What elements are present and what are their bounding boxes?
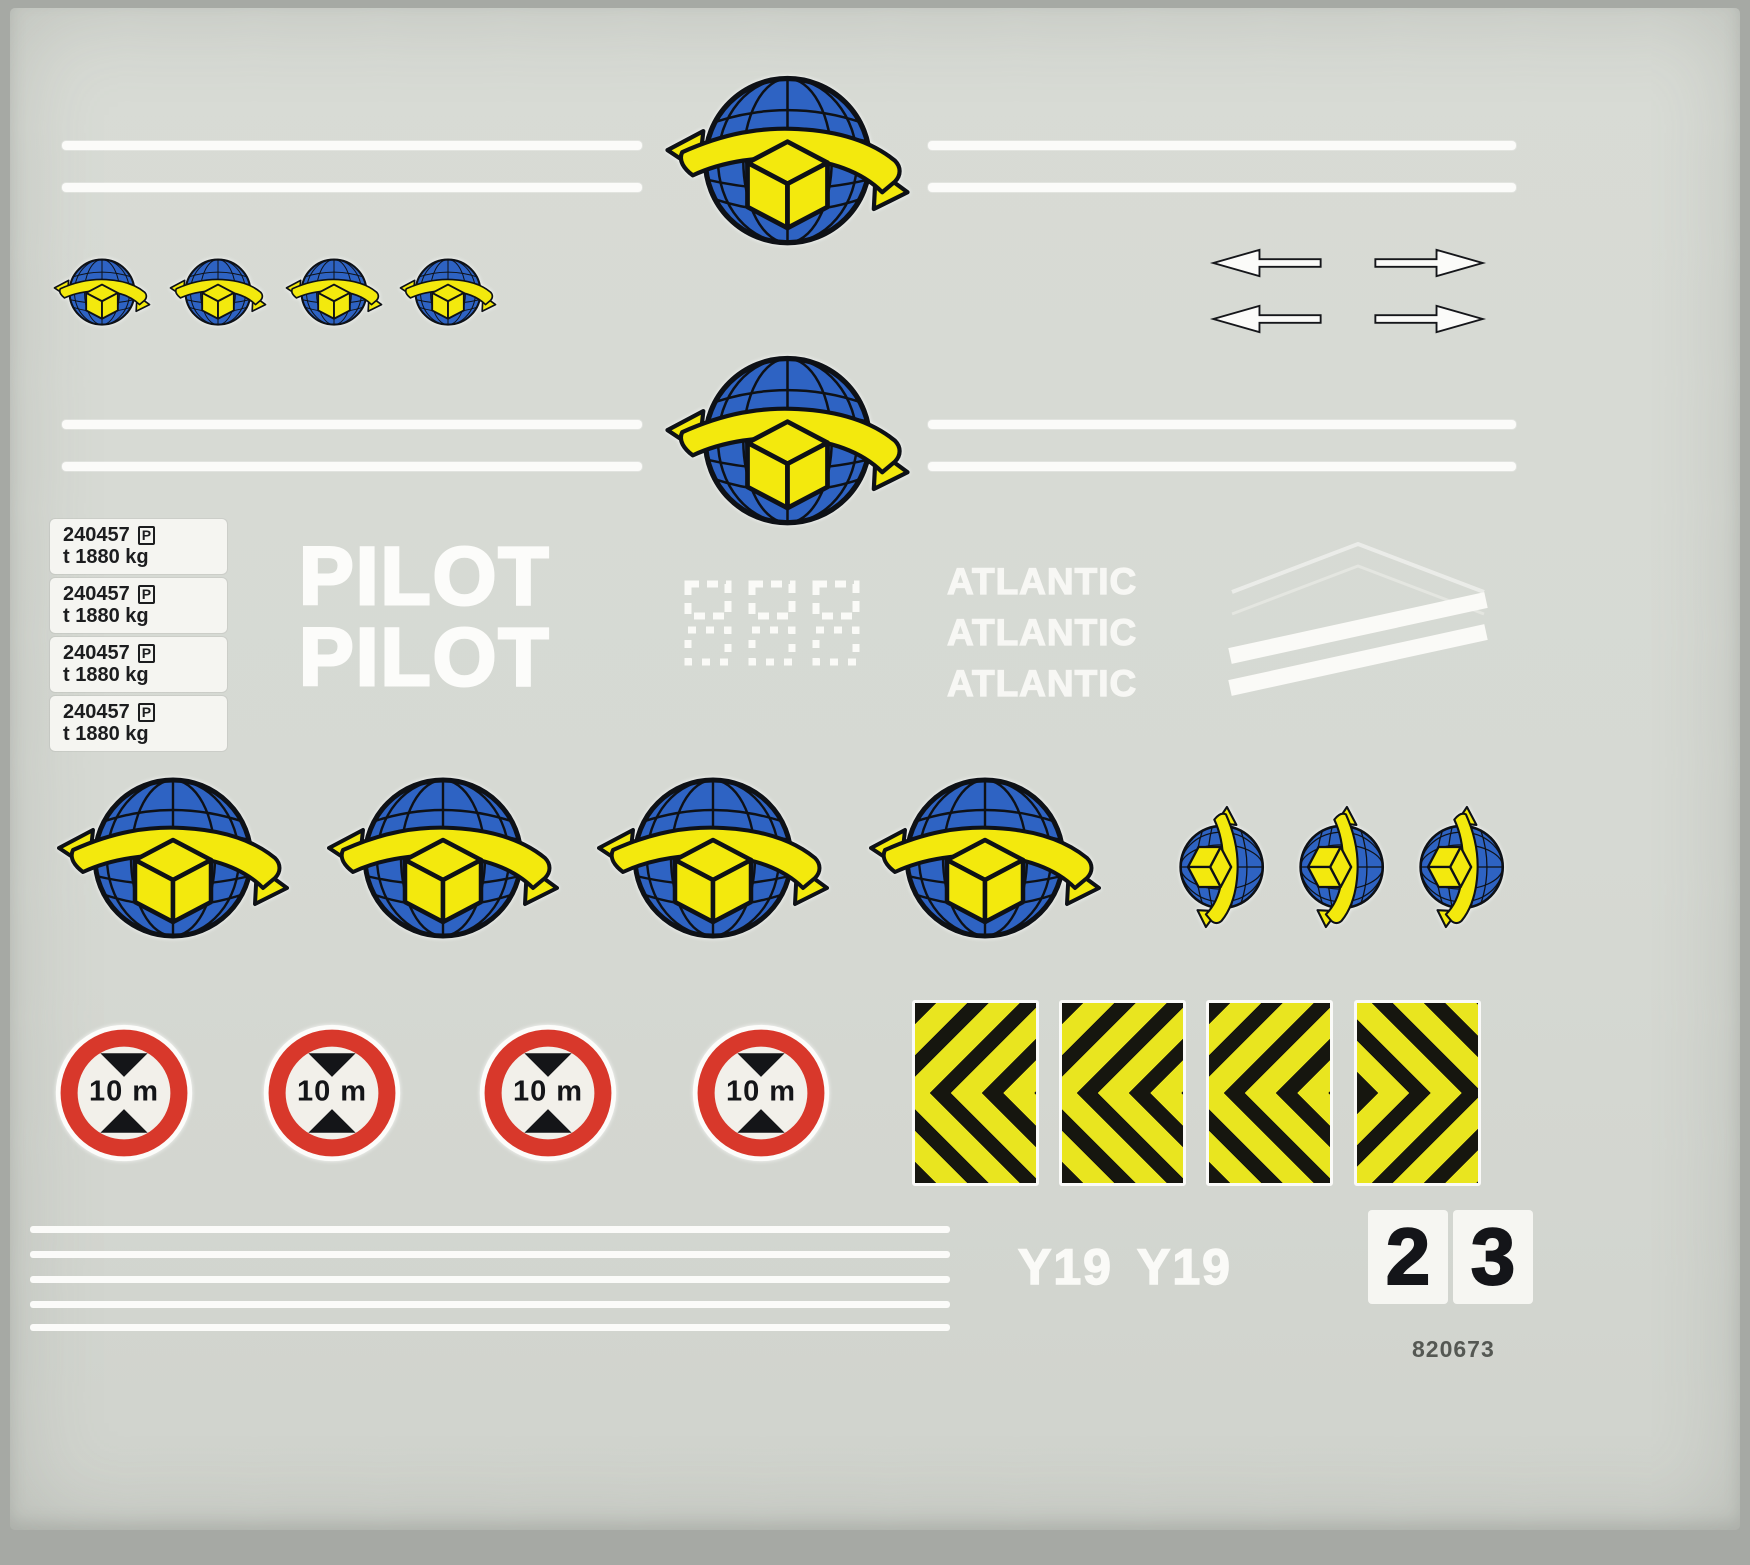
hazard-stripes-top [1209,1003,1330,1093]
number-digit: 2 [1368,1210,1448,1304]
hazard-stripes-top [1062,1003,1183,1093]
height-limit-sign: 10 m [690,1022,832,1164]
double-arrow-left-icon [1209,247,1325,279]
y19-plate: Y19 [1136,1238,1232,1296]
stripe-decal [928,183,1516,192]
hazard-chevron-sticker [912,1000,1039,1186]
height-limit-sign: 10 m [477,1022,619,1164]
weight-label: 240457 P t 1880 kg [50,696,227,751]
registration-number: 240457 [63,642,130,664]
hazard-stripes-top [915,1003,1036,1093]
registration-number: 240457 [63,583,130,605]
double-arrow-right-icon [1371,247,1487,279]
height-limit-value: 10 m [512,1075,584,1108]
double-arrow-right-icon [1371,303,1487,335]
stripe-decal [30,1301,950,1308]
arrow-sticker-group [1203,241,1493,347]
globe-package-logo-vertical [1288,792,1388,942]
globe-package-logo-vertical [1408,792,1508,942]
weight-value: t 1880 kg [63,664,149,686]
globe-package-logo [48,770,298,960]
weight-label: 240457 P t 1880 kg [50,578,227,633]
height-limit-value: 10 m [88,1075,160,1108]
number-digit: 3 [1453,1210,1533,1304]
height-limit-sign: 10 m [53,1022,195,1164]
height-limit-sign: 10 m [261,1022,403,1164]
part-code: 820673 [1412,1336,1495,1362]
stripe-decal [62,420,642,429]
p-badge: P [137,702,156,722]
stripe-decal [928,141,1516,150]
weight-value: t 1880 kg [63,605,149,627]
globe-package-logo [284,255,384,335]
registration-number: 240457 [63,524,130,546]
stripe-decal [62,141,642,150]
chevron-decal [1222,536,1494,696]
weight-value: t 1880 kg [63,723,149,745]
hazard-stripes-bottom [1062,1093,1183,1183]
stripe-decal [30,1251,950,1258]
globe-package-logo-vertical [1168,792,1268,942]
globe-package-logo [660,68,915,268]
y19-plate: Y19 [1017,1238,1113,1296]
plate-group: Y19 Y19 [1017,1238,1232,1296]
hazard-stripes-bottom [1357,1093,1478,1183]
height-limit-value: 10 m [725,1075,797,1108]
pilot-logo-text: PILOT [297,612,551,703]
weight-value: t 1880 kg [63,546,149,568]
hazard-chevron-sticker [1354,1000,1481,1186]
stripe-decal [62,183,642,192]
atlantic-text: ATLANTIC [946,560,1138,602]
weight-label: 240457 P t 1880 kg [50,519,227,574]
atlantic-text-group: ATLANTIC ATLANTIC ATLANTIC [946,556,1138,709]
stripe-decal [30,1276,950,1283]
stripe-decal [928,462,1516,471]
hazard-stripes-bottom [1209,1093,1330,1183]
globe-package-logo [588,770,838,960]
weight-label: 240457 P t 1880 kg [50,637,227,692]
stripe-decal [30,1226,950,1233]
hazard-chevron-sticker [1059,1000,1186,1186]
number-23-sticker: 2 3 [1368,1210,1533,1304]
atlantic-text: ATLANTIC [946,662,1138,704]
stripe-decal [30,1324,950,1331]
stripe-decal [62,462,642,471]
globe-package-logo [168,255,268,335]
height-limit-value: 10 m [296,1075,368,1108]
p-badge: P [137,584,156,604]
load-gauge-pattern [676,574,872,672]
double-arrow-left-icon [1209,303,1325,335]
p-badge: P [137,643,156,663]
pilot-logo-text: PILOT [297,531,551,622]
globe-package-logo [660,348,915,548]
hazard-stripes-bottom [915,1093,1036,1183]
globe-package-logo [318,770,568,960]
p-badge: P [137,525,156,545]
atlantic-text: ATLANTIC [946,611,1138,653]
globe-package-logo [860,770,1110,960]
hazard-stripes-top [1357,1003,1478,1093]
registration-number: 240457 [63,701,130,723]
globe-package-logo [398,255,498,335]
stripe-decal [928,420,1516,429]
globe-package-logo [52,255,152,335]
hazard-chevron-sticker [1206,1000,1333,1186]
